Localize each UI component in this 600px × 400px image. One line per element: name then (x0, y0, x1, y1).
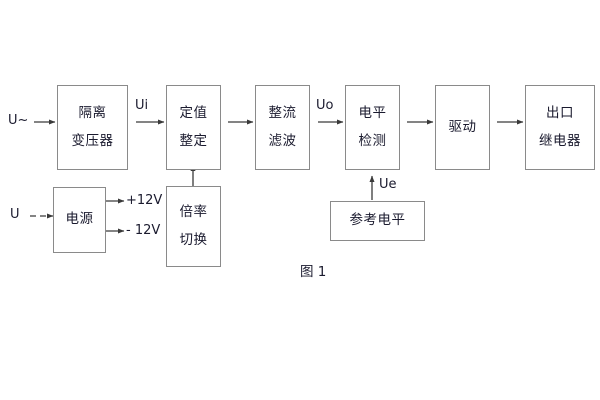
block-rectify-filter[interactable]: 整流 滤波 (255, 85, 310, 170)
block-isolation-transformer[interactable]: 隔离 变压器 (57, 85, 128, 170)
block-output-relay-line-1: 出口 (546, 105, 574, 121)
figure-caption: 图 1 (300, 264, 327, 280)
block-power-supply-line-1: 电源 (65, 211, 94, 228)
label-rail-positive: +12V (126, 193, 163, 208)
block-reference-level[interactable]: 参考电平 (330, 201, 425, 241)
block-multiplier-switch[interactable]: 倍率 切换 (166, 186, 221, 267)
block-setpoint-setting[interactable]: 定值 整定 (166, 85, 221, 170)
label-dc-input: U (10, 207, 20, 222)
block-isolation-transformer-line-1: 隔离 (78, 105, 107, 121)
label-signal-uo: Uo (316, 98, 334, 113)
block-level-detection-line-1: 电平 (358, 105, 387, 121)
label-signal-ue: Ue (379, 177, 397, 192)
block-rectify-filter-line-1: 整流 (268, 105, 297, 121)
block-isolation-transformer-line-2: 变压器 (71, 132, 114, 149)
block-multiplier-switch-line-2: 切换 (179, 231, 208, 248)
block-setpoint-setting-line-1: 定值 (179, 105, 208, 121)
block-output-relay-line-2: 继电器 (539, 132, 581, 149)
block-reference-level-line-1: 参考电平 (349, 212, 406, 229)
block-drive[interactable]: 驱动 (435, 85, 490, 170)
block-drive-line-1: 驱动 (448, 118, 477, 135)
block-multiplier-switch-line-1: 倍率 (179, 204, 208, 220)
block-setpoint-setting-line-2: 整定 (179, 132, 208, 149)
block-level-detection-line-2: 检测 (358, 132, 387, 149)
block-power-supply[interactable]: 电源 (53, 187, 106, 253)
label-signal-ui: Ui (135, 98, 149, 113)
block-output-relay[interactable]: 出口 继电器 (525, 85, 595, 170)
label-rail-negative: - 12V (126, 223, 161, 238)
block-level-detection[interactable]: 电平 检测 (345, 85, 400, 170)
block-rectify-filter-line-2: 滤波 (268, 132, 297, 149)
label-ac-input: U~ (8, 113, 29, 128)
